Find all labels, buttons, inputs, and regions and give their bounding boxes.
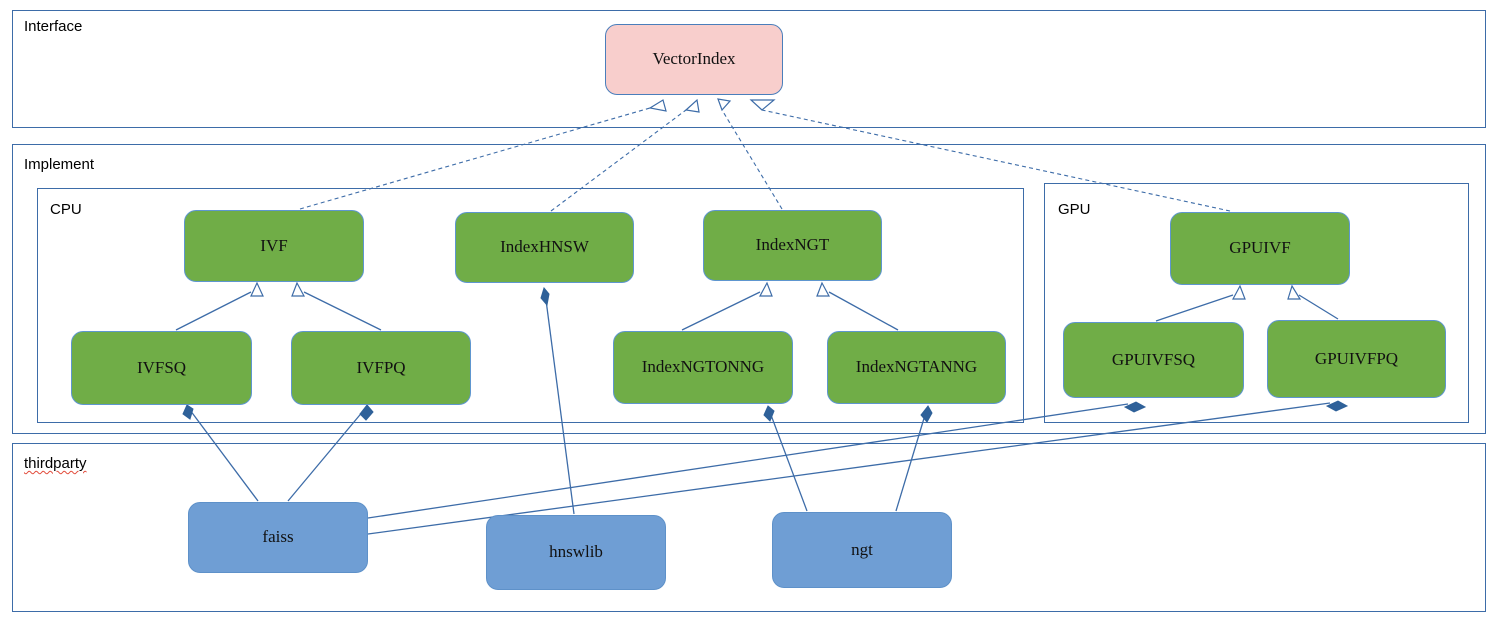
node-vectorindex[interactable]: VectorIndex xyxy=(605,24,783,95)
node-ngt[interactable]: ngt xyxy=(772,512,952,588)
node-ivf[interactable]: IVF xyxy=(184,210,364,282)
node-indexngtanng[interactable]: IndexNGTANNG xyxy=(827,331,1006,404)
node-indexhnsw[interactable]: IndexHNSW xyxy=(455,212,634,283)
node-faiss[interactable]: faiss xyxy=(188,502,368,573)
node-indexngt[interactable]: IndexNGT xyxy=(703,210,882,281)
group-label-interface: Interface xyxy=(24,18,83,35)
node-gpuivfsq[interactable]: GPUIVFSQ xyxy=(1063,322,1244,398)
group-label-cpu: CPU xyxy=(50,201,82,218)
node-indexngtonng[interactable]: IndexNGTONNG xyxy=(613,331,793,404)
node-gpuivf[interactable]: GPUIVF xyxy=(1170,212,1350,285)
node-hnswlib[interactable]: hnswlib xyxy=(486,515,666,590)
group-label-gpu: GPU xyxy=(1058,201,1091,218)
node-ivfsq[interactable]: IVFSQ xyxy=(71,331,252,405)
group-label-thirdparty: thirdparty xyxy=(24,455,87,472)
node-gpuivfpq[interactable]: GPUIVFPQ xyxy=(1267,320,1446,398)
group-label-implement: Implement xyxy=(24,156,95,173)
node-ivfpq[interactable]: IVFPQ xyxy=(291,331,471,405)
